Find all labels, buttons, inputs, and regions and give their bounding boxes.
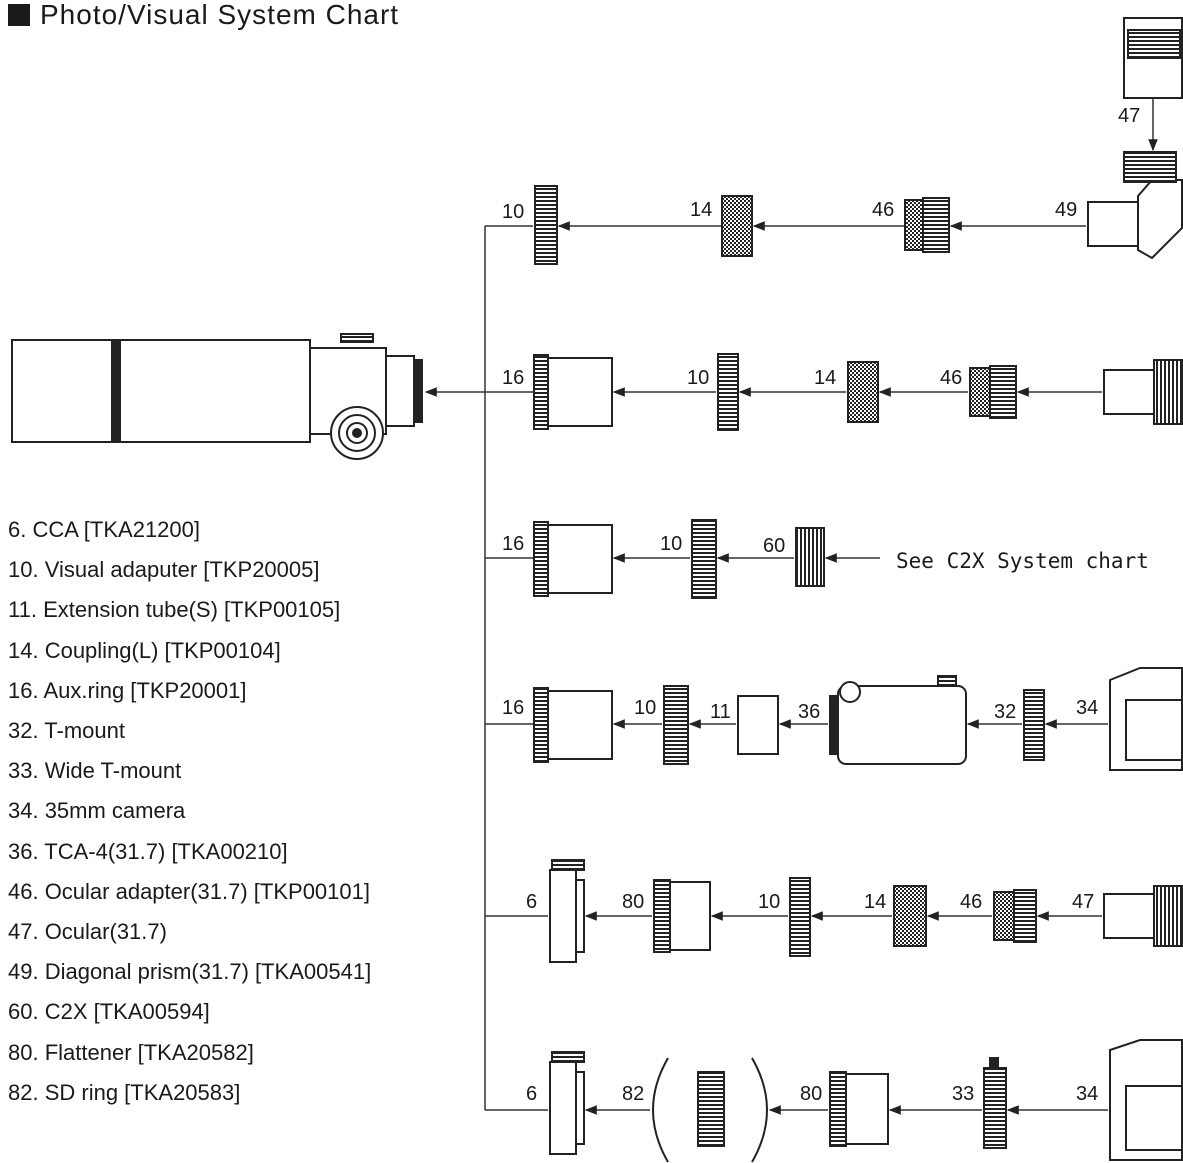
row-1-components [534,17,1183,265]
connection-lines [424,225,548,1111]
part-label: 14 [690,199,712,221]
legend-item: 14. Coupling(L) [TKP00104] [8,637,281,663]
row-6-components [549,1039,1183,1163]
part-label: 80 [622,891,644,913]
part-label: 10 [502,201,524,223]
part-label: 14 [864,891,886,913]
legend-item: 33. Wide T-mount [8,758,182,784]
legend-item: 60. C2X [TKA00594] [8,999,210,1025]
part-label: 16 [502,697,524,719]
row-4-components [533,667,1183,771]
part-label: 16 [502,533,524,555]
part-label: 34 [1076,1083,1098,1105]
chart-title-text: Photo/Visual System Chart [40,0,400,30]
legend-item: 11. Extension tube(S) [TKP00105] [8,597,341,623]
part-label: 47 [1072,891,1094,913]
legend-item: 47. Ocular(31.7) [8,919,167,945]
part-label: 14 [814,367,836,389]
part-label: 10 [660,533,682,555]
chart-title: Photo/Visual System Chart [8,0,399,30]
legend-item: 32. T-mount [8,718,125,744]
legend-item: 46. Ocular adapter(31.7) [TKP00101] [8,878,370,904]
legend-item: 49. Diagonal prism(31.7) [TKA00541] [8,959,372,985]
part-label: 16 [502,367,524,389]
see-c2x-note: See C2X System chart [896,549,1149,573]
legend-item: 6. CCA [TKA21200] [8,517,200,542]
legend-item: 16. Aux.ring [TKP20001] [8,677,247,703]
part-label: 10 [758,891,780,913]
legend-item: 82. SD ring [TKA20583] [8,1079,241,1105]
part-label: 6 [526,891,537,913]
telescope-tube-icon [11,333,423,460]
part-label: 46 [960,891,982,913]
part-label: 47 [1118,105,1140,127]
part-label: 10 [634,697,656,719]
legend-item: 34. 35mm camera [8,798,186,824]
part-label: 80 [800,1083,822,1105]
row-2-components [533,353,1183,431]
part-label: 46 [872,199,894,221]
part-label: 82 [622,1083,644,1105]
title-square-icon [8,4,30,26]
legend-item: 36. TCA-4(31.7) [TKA00210] [8,838,288,864]
part-label: 46 [940,367,962,389]
part-label: 11 [710,701,731,723]
legend-item: 80. Flattener [TKA20582] [8,1039,254,1065]
parts-legend: 6. CCA [TKA21200] 10. Visual adaputer [T… [8,510,371,1113]
part-label: 10 [687,367,709,389]
row-3-components [533,519,825,599]
part-label: 34 [1076,697,1098,719]
part-label: 49 [1055,199,1077,221]
part-label: 32 [994,701,1016,723]
part-label: 33 [952,1083,974,1105]
part-label: 6 [526,1083,537,1105]
legend-item: 10. Visual adaputer [TKP20005] [8,557,320,583]
part-label: 60 [763,535,785,557]
part-label: 36 [798,701,820,723]
row-5-components [549,859,1183,963]
